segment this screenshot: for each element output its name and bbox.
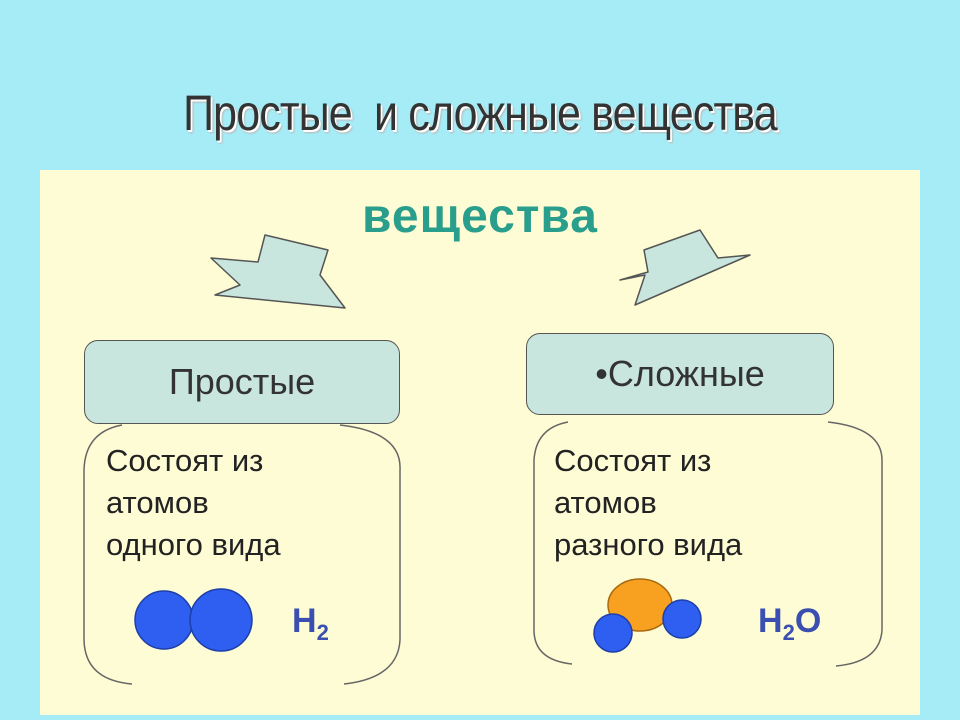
- diagram-panel: вещества Простые •Сложные Состоят из ато…: [40, 170, 920, 715]
- formula-simple-sub: 2: [316, 619, 329, 645]
- formula-simple: H2: [292, 602, 329, 646]
- hydrogen-atom-right: [189, 588, 253, 652]
- hydrogen-atom-b: [662, 599, 702, 639]
- category-simple-box: Простые: [84, 340, 400, 424]
- hydrogen-atom-left: [134, 590, 194, 650]
- hydrogen-molecule-icon: [134, 588, 253, 652]
- description-complex: Состоят из атомов разного вида: [554, 443, 743, 562]
- category-complex-label: •Сложные: [595, 353, 765, 394]
- water-molecule-icon: [593, 578, 702, 653]
- description-complex-frame: [533, 421, 883, 667]
- category-complex-box: •Сложные: [526, 333, 834, 415]
- hydrogen-atom-a: [593, 613, 633, 653]
- arrow-down-right-icon: [210, 234, 346, 309]
- category-simple-label: Простые: [168, 361, 316, 402]
- description-simple-frame: [83, 424, 401, 685]
- slide-title: Простые и сложные вещества: [183, 85, 778, 141]
- formula-simple-base: H: [292, 602, 317, 640]
- description-simple: Состоят из атомов одного вида: [106, 443, 281, 562]
- root-node-label: вещества: [362, 190, 598, 243]
- arrow-down-left-icon: [619, 229, 751, 306]
- description-frames: [83, 421, 883, 685]
- branch-arrows: [210, 229, 751, 309]
- formula-complex: H2O: [758, 602, 821, 646]
- formula-complex-sub: 2: [782, 619, 795, 645]
- formula-complex-tail: O: [794, 602, 822, 640]
- formula-complex-base: H: [758, 602, 783, 640]
